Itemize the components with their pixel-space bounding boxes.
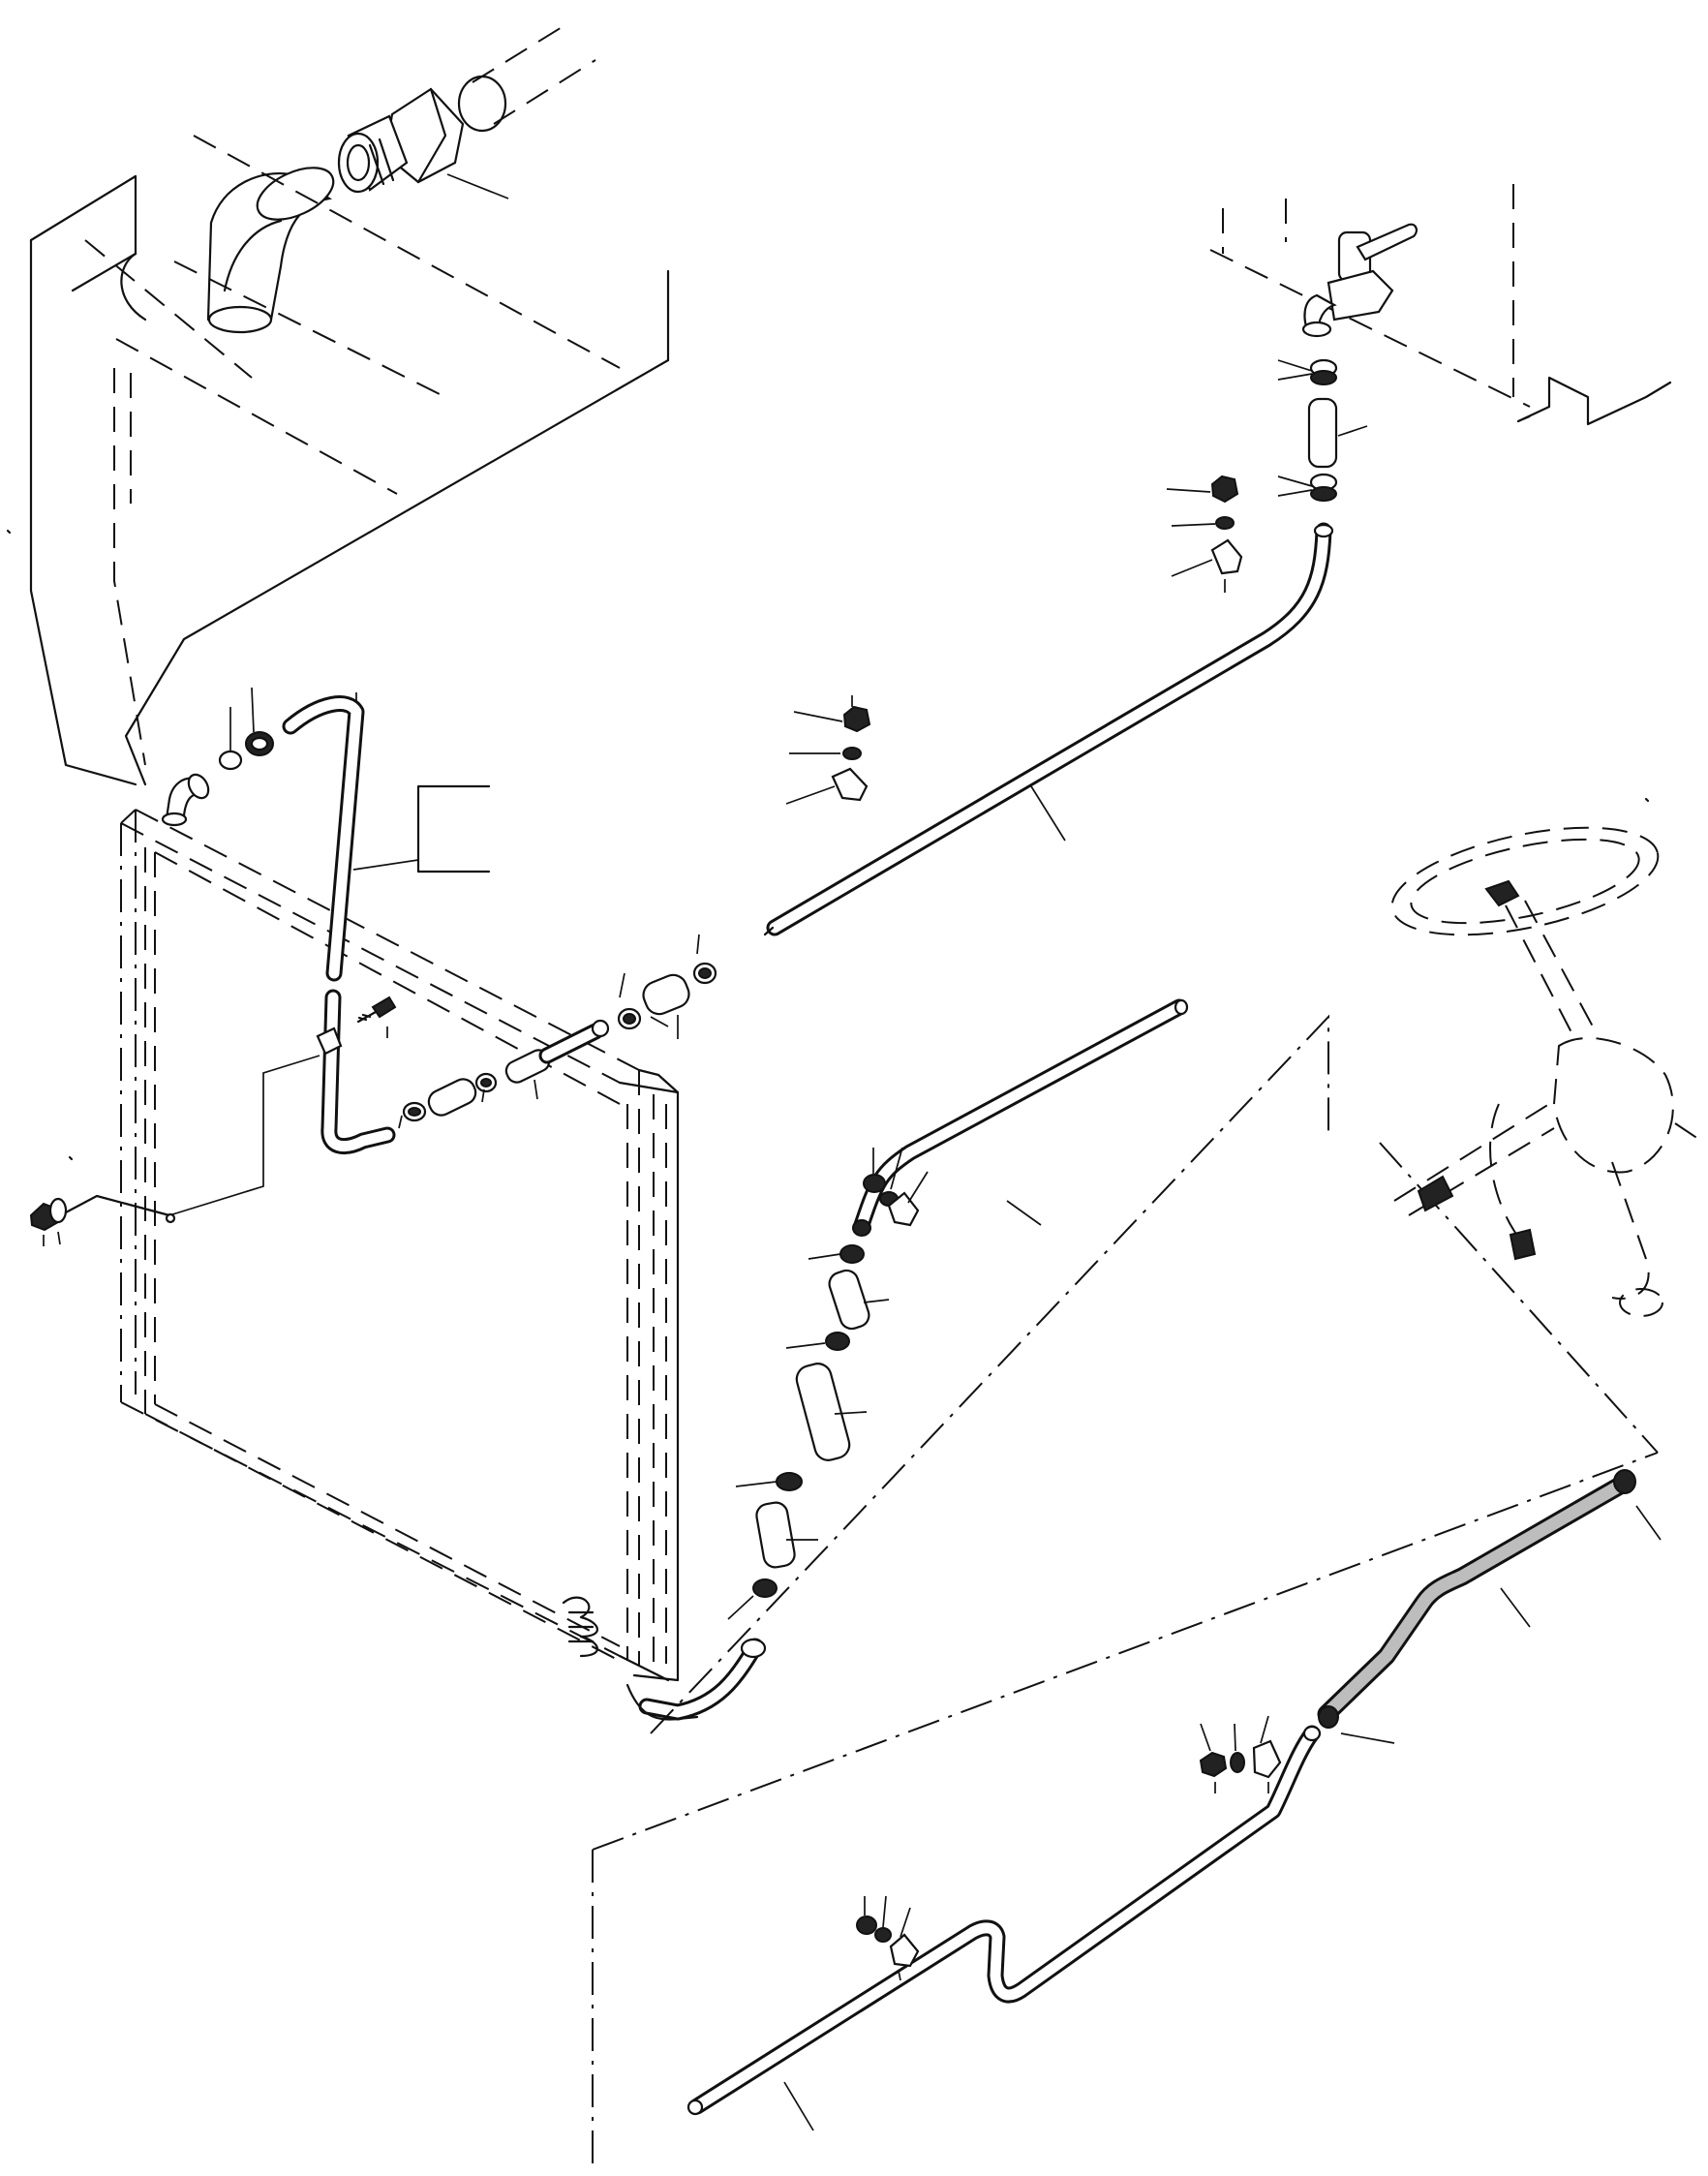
upper-right-hose-clamps (1277, 358, 1368, 502)
tank-outline (29, 135, 670, 786)
threaded-connector (337, 87, 509, 199)
lower-pipe (686, 1725, 1322, 2131)
upper-right-elbow-fitting (1301, 223, 1418, 338)
lower-right-mounting-hardware (1199, 1715, 1282, 1793)
inlet-pipe-adapter (218, 687, 274, 771)
bottom-mounting-hardware (856, 1895, 920, 1981)
return-pipe-upper (763, 522, 1334, 936)
middle-hose-connectors (398, 934, 717, 1129)
lower-middle-mounting-hardware (863, 1147, 929, 1227)
top-inlet-pipe-dashed (457, 20, 596, 133)
upper-right-mounting-hardware (1166, 475, 1243, 593)
stray-mark (6, 529, 12, 535)
upper-right-tank-outline (1209, 184, 1672, 426)
lower-left-bolt (29, 1194, 176, 1246)
exploded-view-boundary (592, 1014, 1659, 2169)
steering-unit (1390, 826, 1705, 1317)
stray-mark (68, 1155, 74, 1161)
radiator-inlet-elbow (161, 773, 210, 827)
upper-tank-elbow (206, 167, 335, 334)
center-mounting-hardware (785, 695, 871, 805)
vertical-hose-chain (625, 1244, 890, 1721)
stray-mark (1644, 797, 1650, 803)
vertical-hose (282, 692, 491, 1155)
hose-retaining-bolt (168, 996, 397, 1216)
flexible-hose (1317, 1469, 1662, 1744)
radiator-core (120, 809, 680, 1682)
